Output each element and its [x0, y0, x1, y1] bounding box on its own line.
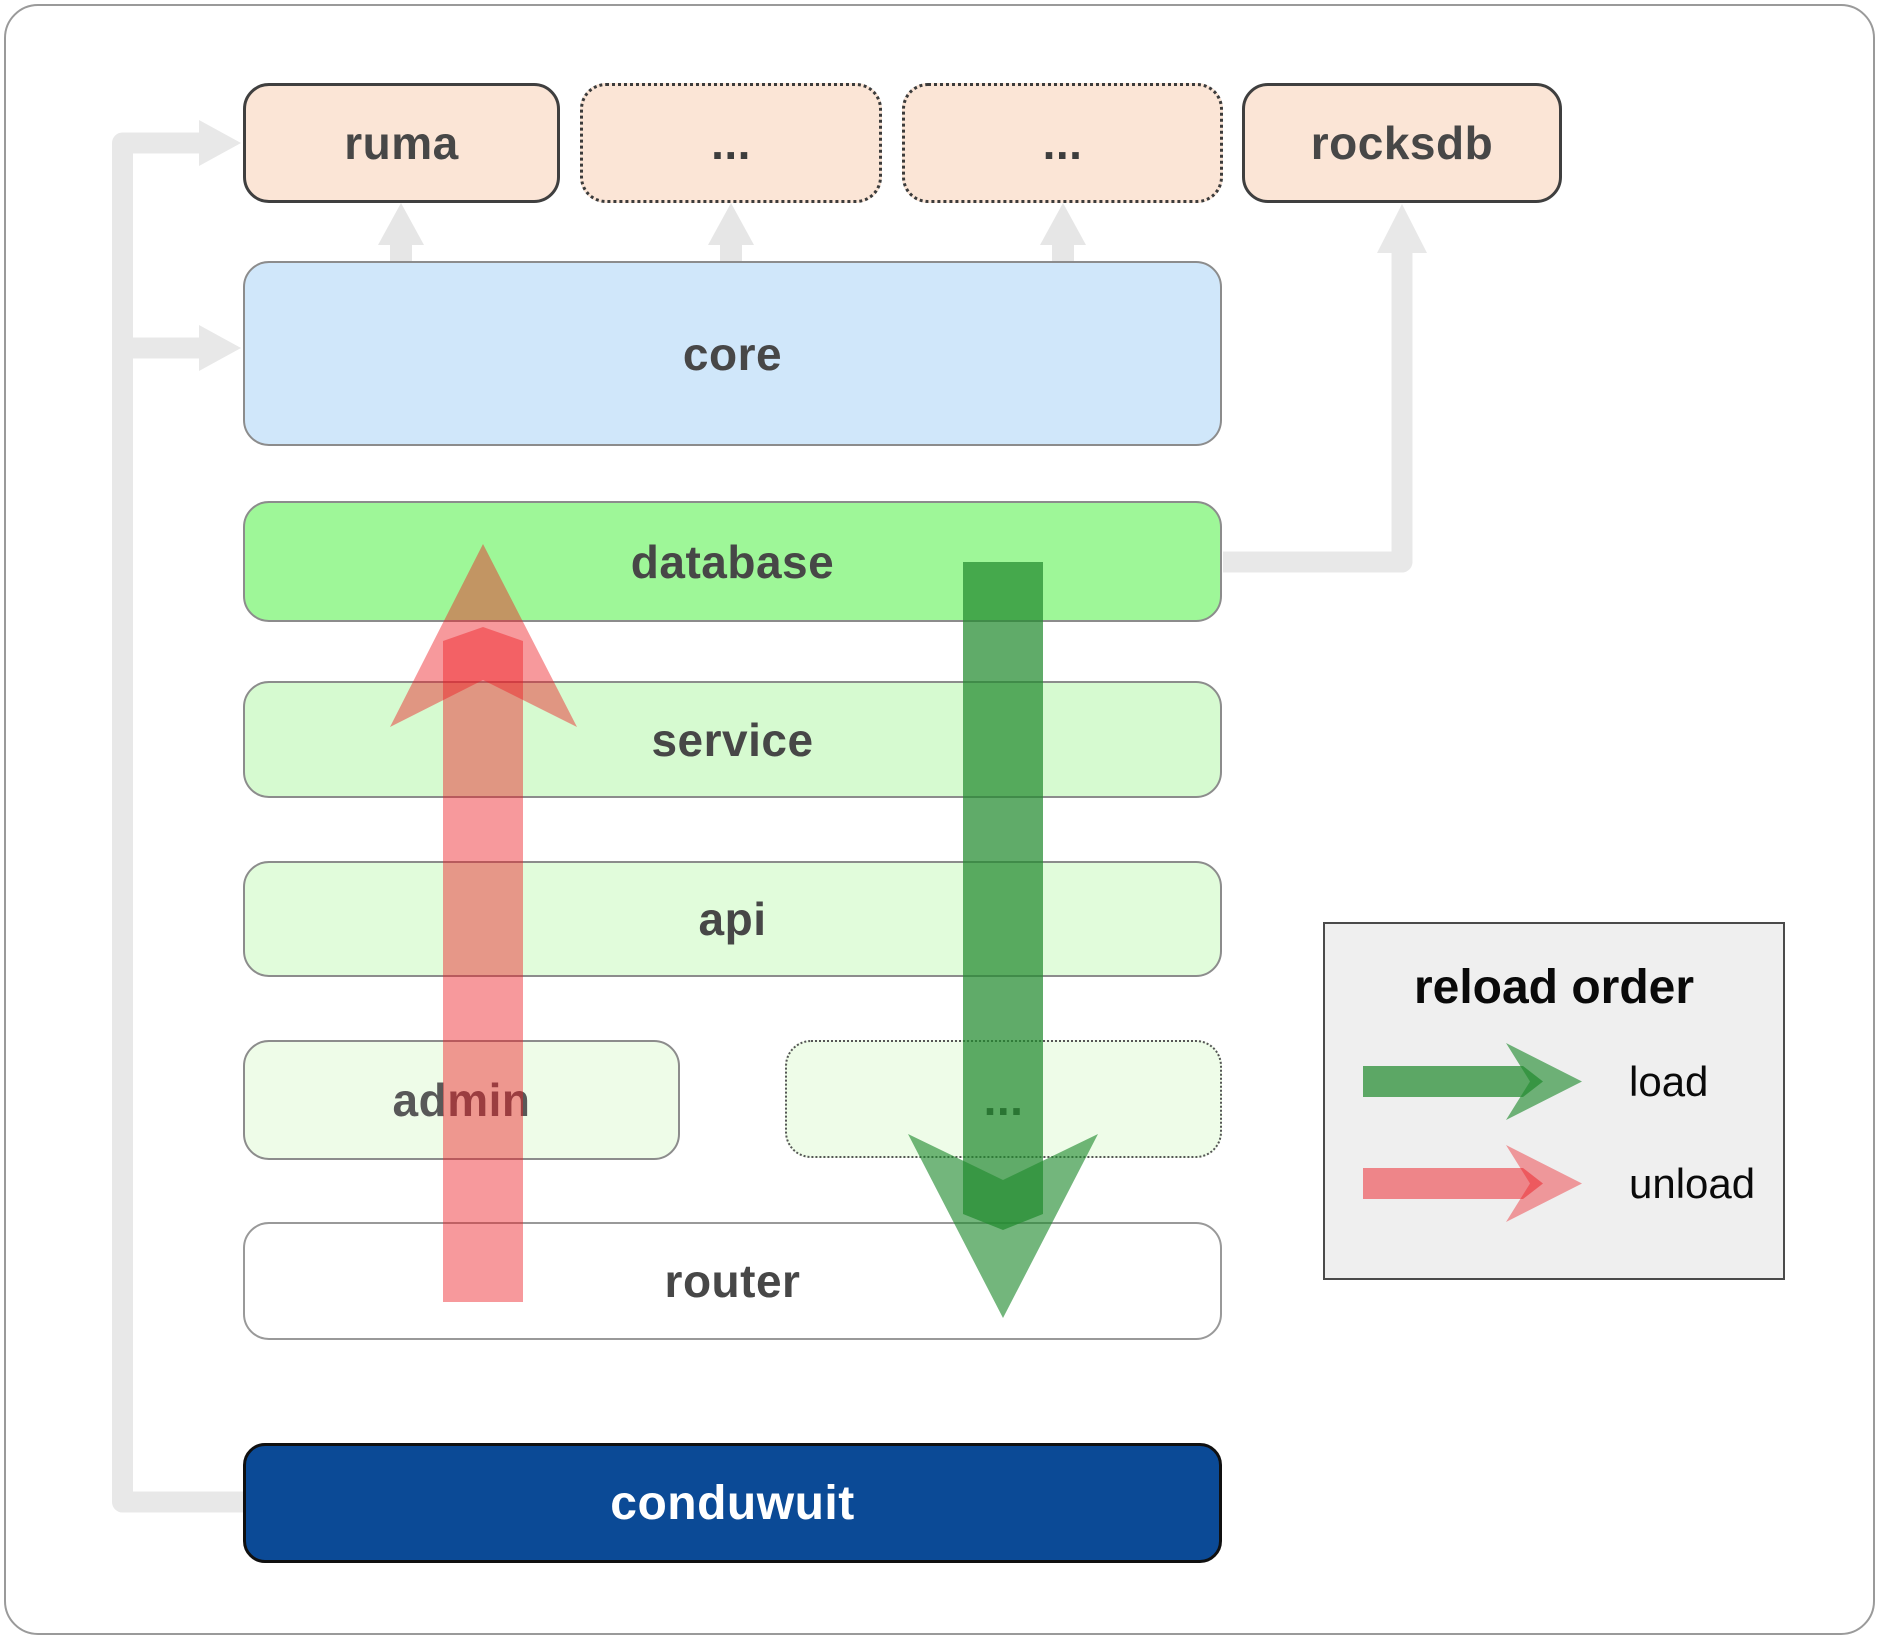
- box-database-label: database: [630, 535, 835, 588]
- box-service: service: [243, 681, 1222, 798]
- box-api: api: [243, 861, 1222, 977]
- load-arrow-icon: [1363, 1043, 1582, 1120]
- box-core: core: [243, 261, 1222, 446]
- box-ruma: ruma: [243, 83, 560, 203]
- core-up-arrow-head: [378, 203, 424, 245]
- box-ellipsis-3-label: ...: [983, 1073, 1024, 1125]
- arrowhead-to-core: [199, 325, 241, 371]
- box-api-label: api: [698, 893, 767, 945]
- core-up-arrow-head: [1040, 203, 1086, 245]
- legend-title: reload order: [1413, 961, 1695, 1014]
- box-service-label: service: [651, 713, 814, 766]
- box-ellipsis-3: ...: [785, 1040, 1222, 1158]
- box-ellipsis-2: ...: [902, 83, 1223, 203]
- box-rocksdb-label: rocksdb: [1310, 117, 1494, 169]
- core-up-arrow-head: [708, 203, 754, 245]
- connector-database-to-rocksdb: [1223, 253, 1413, 573]
- legend-unload-label: unload: [1629, 1160, 1756, 1207]
- box-conduwuit: conduwuit: [243, 1443, 1222, 1563]
- legend-row-unload: unload: [1363, 1144, 1755, 1224]
- legend: reload order load unload: [1323, 922, 1785, 1280]
- box-admin-label: admin: [392, 1074, 531, 1126]
- box-database: database: [243, 501, 1222, 622]
- box-router-label: router: [664, 1255, 801, 1307]
- arrowhead-to-ruma: [199, 120, 241, 166]
- box-router: router: [243, 1222, 1222, 1340]
- box-core-label: core: [682, 327, 783, 380]
- box-ellipsis-2-label: ...: [1042, 117, 1083, 169]
- arrowhead-to-rocksdb: [1377, 204, 1427, 253]
- box-ellipsis-1-label: ...: [711, 117, 751, 169]
- box-admin: admin: [243, 1040, 680, 1160]
- box-ellipsis-1: ...: [580, 83, 882, 203]
- legend-row-load: load: [1363, 1042, 1708, 1122]
- outer-frame: [4, 4, 1875, 1635]
- box-rocksdb: rocksdb: [1242, 83, 1562, 203]
- connector-conduwuit-to-ruma: [112, 132, 243, 1513]
- unload-arrow-icon: [1363, 1145, 1582, 1222]
- box-ruma-label: ruma: [344, 117, 459, 169]
- legend-load-label: load: [1629, 1058, 1709, 1105]
- box-conduwuit-label: conduwuit: [610, 1476, 855, 1530]
